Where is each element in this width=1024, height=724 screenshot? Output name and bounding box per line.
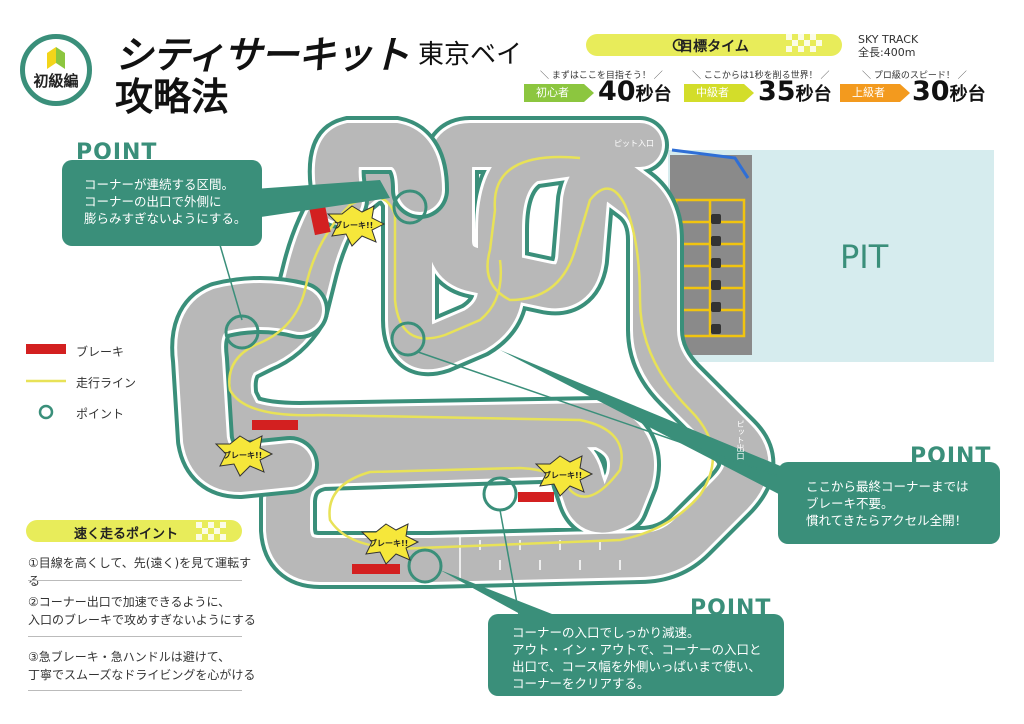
callout-1-line: コーナーの出口で外側に [84, 194, 222, 209]
level-tag-bg-intermediate [684, 84, 754, 102]
pit-label: PIT [840, 238, 889, 276]
tip-divider [28, 690, 242, 691]
brake-bubble-text-4: ブレーキ!! [369, 539, 409, 548]
tip-2b: 入口のブレーキで攻めすぎないようにする [28, 613, 256, 627]
track-length: 全長:400m [858, 46, 916, 59]
checker-flag-decoration [196, 522, 226, 540]
track-info: SKY TRACK 全長:400m [858, 33, 918, 59]
level-badge-label: 初級編 [33, 72, 79, 90]
brake-legend-icon [26, 344, 66, 354]
level-time-intermediate: 35秒台 [758, 76, 832, 107]
page-title: シティサーキット [115, 33, 410, 77]
level-note-beginner: ＼ まずはここを目指そう！ ／ [540, 71, 663, 81]
pit-grid [674, 198, 746, 338]
callout3-pointer [440, 570, 580, 625]
brake-bubble-text-2: ブレーキ!! [223, 451, 263, 460]
level-note-intermediate: ＼ ここからは1秒を削る世界！ ／ [692, 71, 830, 81]
beginner-leaf-icon [47, 47, 65, 69]
point-legend-icon [38, 404, 54, 420]
brake-bubbles [214, 205, 594, 565]
page-subtitle: 攻略法 [115, 75, 230, 119]
clock-icon [672, 38, 686, 52]
callout-2-line: 慣れてきたらアクセル全開！ [806, 513, 968, 528]
level-time-beginner: 40秒台 [598, 76, 672, 107]
level-badge [20, 34, 92, 106]
callout-2: ここから最終コーナーまでは ブレーキ不要。 慣れてきたらアクセル全開！ [778, 462, 1000, 544]
track-name: SKY TRACK [858, 33, 919, 46]
checker-flag-decoration [786, 34, 822, 52]
level-time-advanced: 30秒台 [912, 76, 986, 107]
brake-bubble-text-3: ブレーキ!! [543, 471, 583, 480]
callout-1-line: コーナーが連続する区間。 [84, 177, 235, 192]
level-tag-intermediate: 中級者 [696, 86, 729, 99]
tip-2a: ②コーナー出口で加速できるように、 [28, 595, 231, 609]
callout-3-line: 出口で、コース幅を外側いっぱいまで使い、 [512, 659, 761, 674]
tip-1: ①目線を高くして、先(遠く)を見て運転する [28, 556, 252, 588]
tip-divider [28, 580, 242, 581]
tips-title: 速く走るポイント [73, 527, 178, 542]
page-title-location: 東京ベイ [418, 40, 523, 70]
legend-brake-label: ブレーキ [76, 345, 125, 359]
tip-3a: ③急ブレーキ・急ハンドルは避けて、 [28, 650, 231, 664]
brake-bubble-text-1: ブレーキ!! [334, 221, 374, 230]
callout-1: コーナーが連続する区間。 コーナーの出口で外側に 膨らみすぎないようにする。 [62, 160, 262, 246]
level-tag-bg-beginner [524, 84, 594, 102]
target-time-bar [586, 34, 842, 56]
callout-2-line: ブレーキ不要。 [806, 496, 894, 511]
callout-3: コーナーの入口でしっかり減速。 アウト・イン・アウトで、コーナーの入口と 出口で… [488, 614, 784, 696]
level-tag-bg-advanced [840, 84, 910, 102]
tip-divider [28, 636, 242, 637]
callout-3-line: コーナーをクリアする。 [512, 676, 650, 691]
level-tag-advanced: 上級者 [852, 86, 885, 99]
level-tag-beginner: 初心者 [536, 86, 569, 99]
pit-in-label: ピット入口 [614, 139, 654, 148]
callout2-pointer [500, 350, 800, 505]
callout-3-line: コーナーの入口でしっかり減速。 [512, 625, 700, 640]
level-note-advanced: ＼ プロ級のスピード！ ／ [862, 71, 967, 81]
pit-out-label: ピット出口 [736, 420, 745, 460]
callout-3-line: アウト・イン・アウトで、コーナーの入口と [512, 642, 762, 657]
callout1-pointer [240, 180, 390, 220]
pit-karts [711, 214, 721, 334]
legend-point-label: ポイント [76, 407, 125, 421]
tip-3b: 丁寧でスムーズなドライビングを心がける [28, 668, 256, 682]
callout-2-line: ここから最終コーナーまでは [806, 479, 969, 494]
driving-line [228, 155, 715, 550]
target-time-title: 目標タイム [679, 39, 749, 55]
tips-bar [26, 520, 242, 542]
legend-line-label: 走行ライン [76, 376, 137, 390]
callout-1-line: 膨らみすぎないようにする。 [84, 211, 247, 226]
pit-wall [671, 148, 750, 179]
